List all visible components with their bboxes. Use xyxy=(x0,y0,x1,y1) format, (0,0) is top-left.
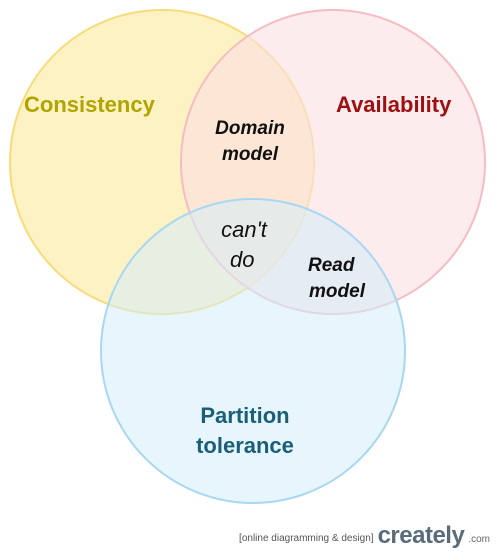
cant-do-line2: do xyxy=(230,247,255,273)
watermark-tagline: [online diagramming & design] xyxy=(239,533,374,544)
cant-do-line1: can't xyxy=(221,217,267,242)
consistency-label: Consistency xyxy=(24,92,155,117)
read-model-line1: Read xyxy=(308,255,355,276)
read-model-label: Read model xyxy=(292,255,382,304)
cant-do-label: can't do xyxy=(206,217,282,274)
creately-watermark: [online diagramming & design] creately .… xyxy=(239,524,490,548)
domain-model-line1: Domain xyxy=(215,118,285,139)
read-model-line2: model xyxy=(309,280,365,302)
partition-label-line1: Partition xyxy=(200,403,290,428)
domain-model-label: Domain model xyxy=(200,118,300,167)
creately-logo: creately xyxy=(377,522,465,549)
watermark-suffix: .com xyxy=(468,534,490,545)
availability-label: Availability xyxy=(336,92,452,117)
partition-label-line2: tolerance xyxy=(196,433,294,459)
partition-tolerance-label: Partition tolerance xyxy=(180,403,310,460)
partition-tolerance-circle xyxy=(100,198,406,504)
domain-model-line2: model xyxy=(222,143,278,165)
